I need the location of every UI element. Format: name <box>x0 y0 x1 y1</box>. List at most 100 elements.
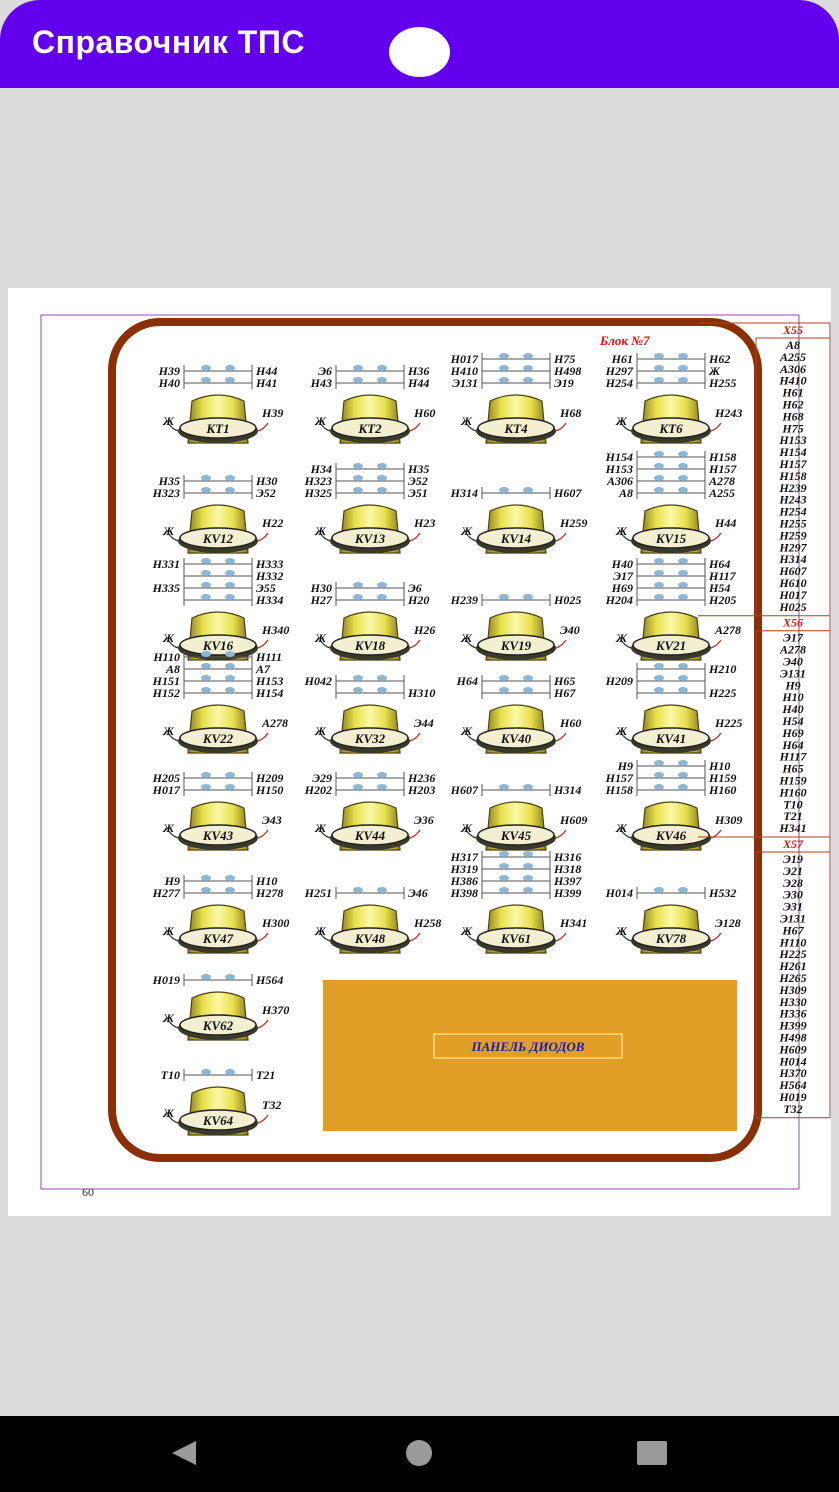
recents-button[interactable] <box>622 1418 682 1488</box>
coil-lead-right <box>409 422 421 432</box>
connector-1[interactable]: Х55А8А255А306Н410Н61Н62Н68Н75Н153Н154Н15… <box>698 322 831 616</box>
contact-spring <box>225 687 235 693</box>
relay-badge <box>331 417 409 439</box>
contact-label-right: Н205 <box>708 593 736 607</box>
connector-pin: Э30 <box>783 888 803 902</box>
coil-lead-right <box>257 829 269 839</box>
contact-spring <box>377 463 387 469</box>
connector-3[interactable]: Х57Э19Э21Э28Э30Э31Э131Н67Н110Н225Н261Н26… <box>698 836 831 1118</box>
contact-label-left: Н40 <box>158 376 180 390</box>
home-button[interactable] <box>389 1418 449 1488</box>
connector-2[interactable]: Х56Э17А278Э40Э131Н9Н10Н40Н54Н69Н64Н117Н6… <box>698 615 831 837</box>
contact-label-right: Н10 <box>708 759 730 773</box>
contact-label-left: Т10 <box>161 1068 180 1082</box>
contact-spring <box>225 974 235 980</box>
coil-lead-right <box>409 532 421 542</box>
connector-pin: Н54 <box>781 714 803 728</box>
contact-label-right: Н158 <box>708 450 736 464</box>
contact-label-left: Н205 <box>152 771 180 785</box>
coil-label-left: Ж <box>162 1106 175 1120</box>
coil-label-right: Н340 <box>261 623 289 637</box>
relay-name: KV40 <box>500 731 532 746</box>
contact-label-left: Н64 <box>456 674 478 688</box>
connector-pin: Н025 <box>778 600 806 614</box>
connector-pin: Н62 <box>781 398 803 412</box>
coil-lead-right <box>710 829 722 839</box>
connector-pin: Н019 <box>778 1090 806 1104</box>
contact-spring <box>678 760 688 766</box>
contact-label-right: Н159 <box>708 771 736 785</box>
connector-pin: Э131 <box>780 912 806 926</box>
connector-pin: Н399 <box>778 1019 806 1033</box>
contact-spring <box>499 675 509 681</box>
coil-label-left: Ж <box>162 821 175 835</box>
contact-label-left: Н30 <box>310 581 332 595</box>
contact-label-right: А255 <box>708 486 735 500</box>
coil-lead-left <box>167 532 179 542</box>
contact-spring <box>377 487 387 493</box>
contact-label-left: Н35 <box>158 474 180 488</box>
coil-label-right: Э44 <box>414 716 434 730</box>
contact-label-right: Н30 <box>255 474 277 488</box>
contact-label-right: Э46 <box>408 886 428 900</box>
contact-label-left: Н331 <box>152 557 180 571</box>
relay-name: KV61 <box>500 931 531 946</box>
contact-spring <box>377 377 387 383</box>
contact-label-left: А8 <box>618 486 633 500</box>
contact-label-left: Н110 <box>152 650 180 664</box>
contact-spring <box>353 475 363 481</box>
contact-spring <box>678 887 688 893</box>
contact-spring <box>678 570 688 576</box>
contact-spring <box>201 651 211 657</box>
contact-label-right: Н20 <box>407 593 429 607</box>
contact-label-left: Н254 <box>605 376 633 390</box>
relay-badge <box>179 527 257 549</box>
coil-label-right: Н243 <box>714 406 742 420</box>
connector-pin: Н110 <box>779 935 807 949</box>
back-button[interactable] <box>154 1418 214 1488</box>
contact-label-right: Н154 <box>255 686 283 700</box>
contact-spring <box>654 582 664 588</box>
coil-lead-left <box>167 732 179 742</box>
contact-label-left: Н335 <box>152 581 180 595</box>
contact-label-right: Н65 <box>553 674 575 688</box>
contact-spring <box>225 887 235 893</box>
contact-spring <box>678 663 688 669</box>
coil-lead-left <box>167 829 179 839</box>
contact-label-left: Н43 <box>310 376 332 390</box>
coil-label-right: Э40 <box>560 623 580 637</box>
coil-label-right: Н23 <box>413 516 435 530</box>
connector-pin: Н265 <box>778 971 806 985</box>
relay-name: KV22 <box>202 731 234 746</box>
contact-spring <box>353 675 363 681</box>
coil-lead-right <box>257 639 269 649</box>
contact-spring <box>678 487 688 493</box>
